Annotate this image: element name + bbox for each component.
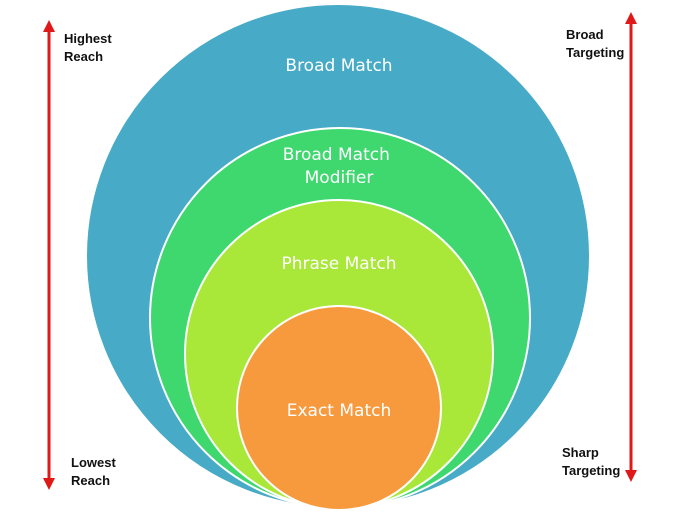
ring-label-exact-match: Exact Match [287, 401, 392, 421]
sharp-targeting-label: Sharp Targeting [562, 445, 621, 478]
ring-label-broad-match: Broad Match [285, 56, 392, 76]
ring-label-broad-match-modifier: Broad Match Modifier [283, 145, 396, 188]
highest-reach-label: Highest Reach [64, 31, 112, 64]
broad-targeting-label: Broad Targeting [566, 27, 625, 60]
lowest-reach-label: Lowest Reach [71, 455, 116, 488]
ring-label-phrase-match: Phrase Match [281, 254, 396, 274]
rings [85, 3, 591, 511]
ring-exact-match [236, 305, 442, 511]
